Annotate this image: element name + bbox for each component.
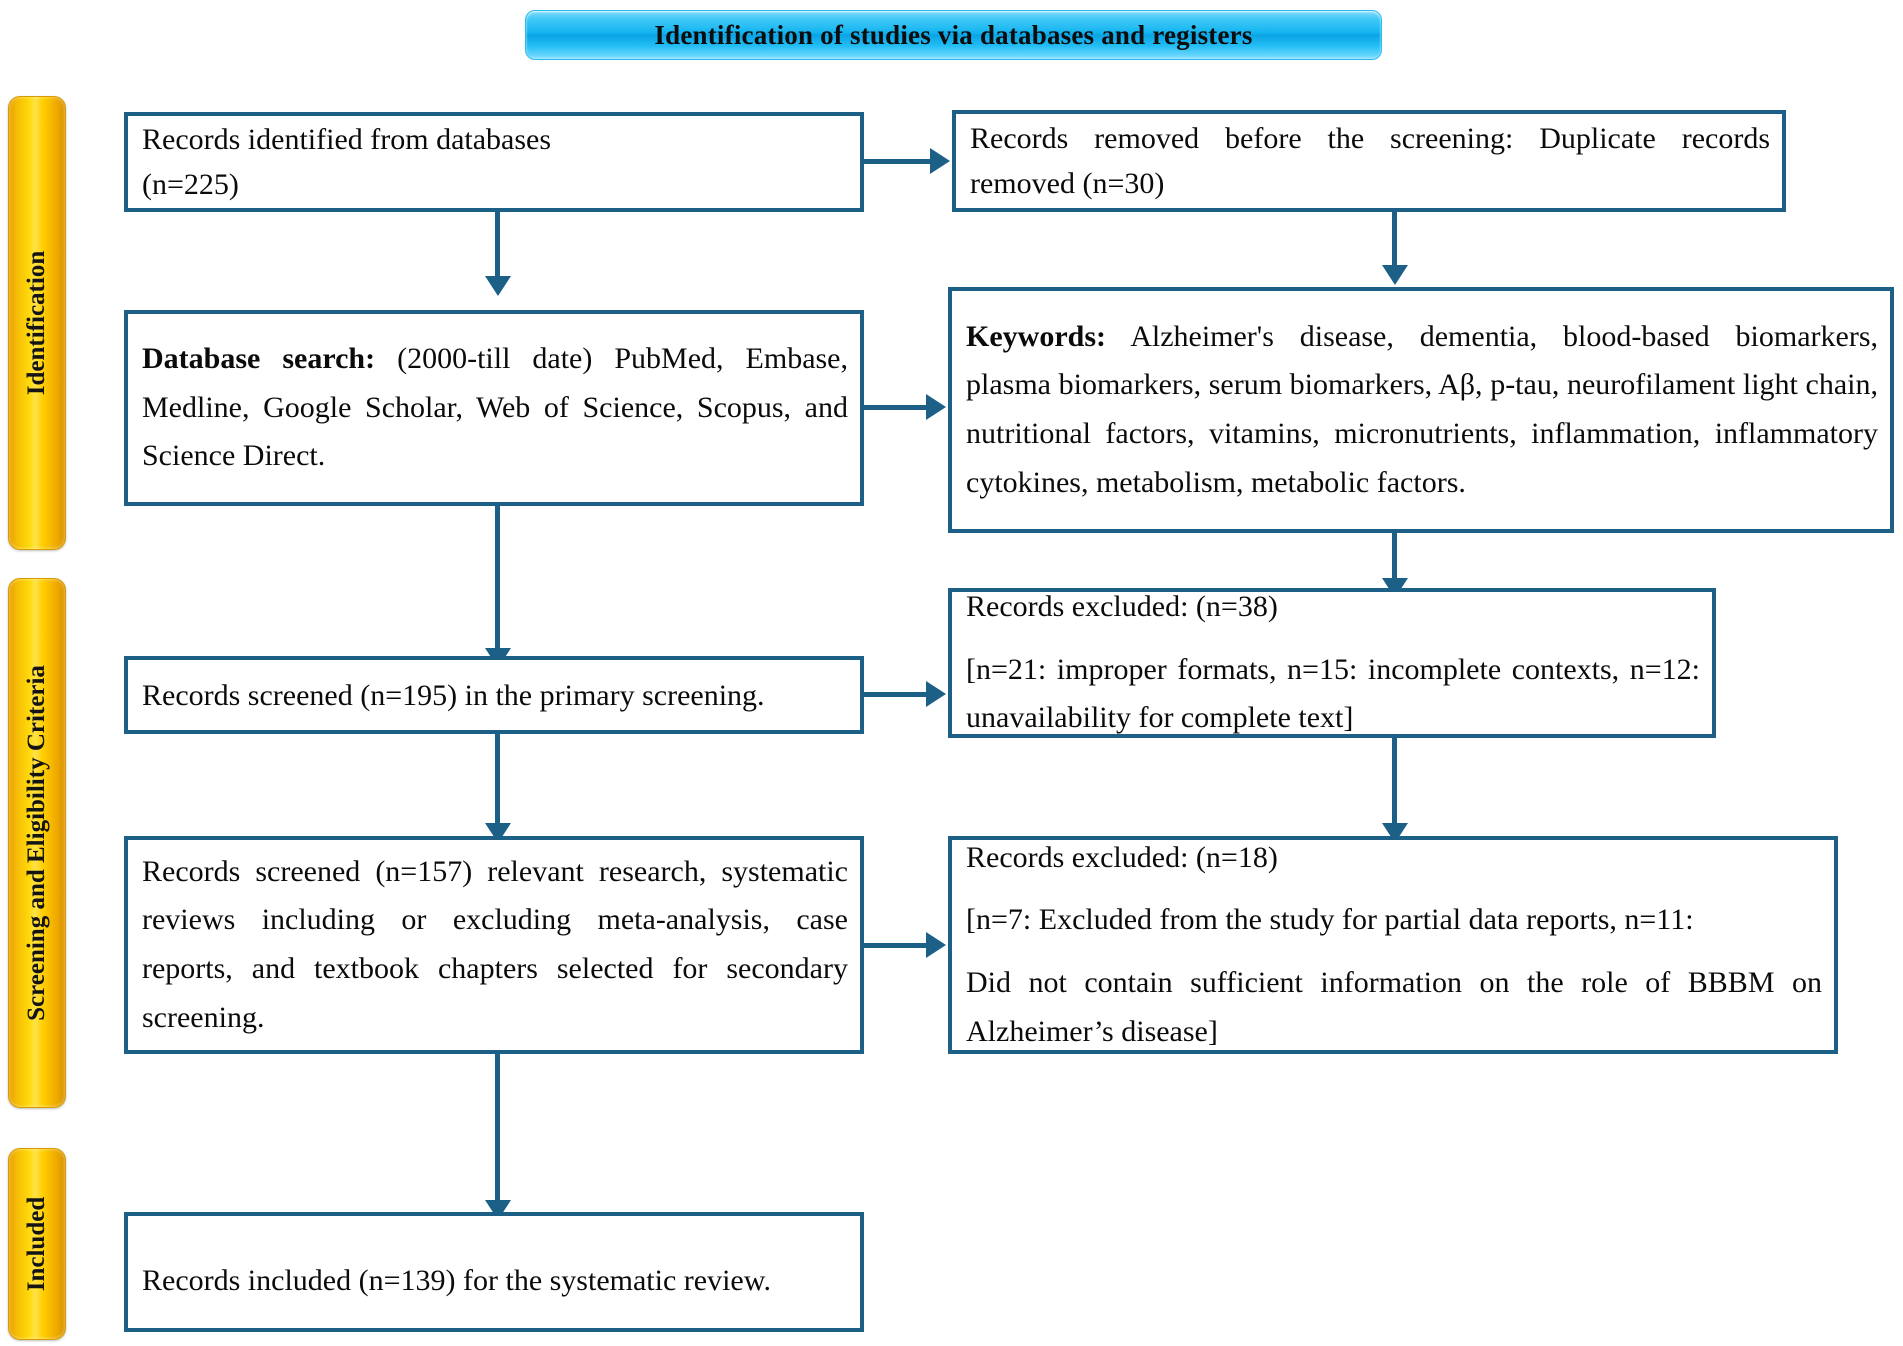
arrow-removed-to-keywords: [1382, 265, 1408, 285]
connector-screened-primary-to-secondary: [495, 734, 500, 830]
diagram-header-banner: Identification of studies via databases …: [525, 10, 1382, 60]
connector-screened-secondary-to-excluded18: [864, 943, 932, 948]
box-records-removed: Records removed before the screening: Du…: [952, 110, 1786, 212]
box-records-screened-secondary-text: Records screened (n=157) relevant resear…: [142, 854, 848, 1034]
arrow-screened-secondary-to-excluded18: [926, 932, 946, 958]
keywords-body: Alzheimer's disease, dementia, blood-bas…: [966, 319, 1878, 499]
box-records-identified: Records identified from databases (n=225…: [124, 112, 864, 212]
arrow-identified-to-removed: [930, 148, 950, 174]
connector-keywords-to-excluded38: [1392, 533, 1397, 585]
arrow-identified-to-search: [485, 276, 511, 296]
phase-label-included: Included: [23, 1196, 51, 1292]
phase-bar-included: Included: [8, 1148, 66, 1340]
box-records-removed-text: Records removed before the screening: Du…: [970, 122, 1770, 200]
connector-removed-to-keywords: [1392, 212, 1397, 272]
box-records-screened-secondary: Records screened (n=157) relevant resear…: [124, 836, 864, 1054]
box-records-excluded-18-text: Records excluded: (n=18) [n=7: Excluded …: [952, 834, 1834, 1056]
box-keywords: Keywords: Alzheimer's disease, dementia,…: [948, 287, 1894, 533]
box-records-excluded-38-text: Records excluded: (n=38) [n=21: improper…: [952, 583, 1712, 743]
keywords-lead: Keywords:: [966, 319, 1106, 353]
box-records-screened-primary: Records screened (n=195) in the primary …: [124, 656, 864, 734]
excluded18-line1: Records excluded: (n=18): [966, 840, 1278, 874]
connector-screened-primary-to-excluded38: [864, 692, 932, 697]
box-database-search: Database search: (2000-till date) PubMed…: [124, 310, 864, 506]
connector-identified-to-search: [495, 212, 500, 282]
box-database-search-text: Database search: (2000-till date) PubMed…: [128, 335, 860, 481]
arrow-screened-primary-to-excluded38: [926, 681, 946, 707]
phase-label-identification: Identification: [23, 250, 51, 396]
excluded38-line1: Records excluded: (n=38): [966, 590, 1278, 624]
arrow-search-to-keywords: [926, 394, 946, 420]
connector-search-to-keywords: [864, 405, 932, 410]
connector-excluded38-to-excluded18: [1392, 738, 1397, 830]
box-keywords-text: Keywords: Alzheimer's disease, dementia,…: [952, 313, 1890, 507]
excluded18-line2: [n=7: Excluded from the study for partia…: [966, 903, 1694, 937]
database-search-body: (2000-till date) PubMed, Embase, Medline…: [142, 342, 848, 473]
diagram-title: Identification of studies via databases …: [654, 19, 1253, 50]
box-records-screened-primary-text: Records screened (n=195) in the primary …: [142, 678, 765, 712]
connector-search-to-screened-primary: [495, 506, 500, 654]
box-records-included-text: Records included (n=139) for the systema…: [142, 1263, 771, 1297]
box-records-identified-text: Records identified from databases (n=225…: [128, 117, 860, 207]
box-records-included: Records included (n=139) for the systema…: [124, 1212, 864, 1332]
connector-identified-to-removed: [864, 159, 932, 164]
box-records-excluded-38: Records excluded: (n=38) [n=21: improper…: [948, 588, 1716, 738]
connector-secondary-to-included: [495, 1054, 500, 1206]
records-identified-line1: Records identified from databases: [142, 123, 552, 156]
excluded38-line2: [n=21: improper formats, n=15: incomplet…: [966, 652, 1700, 735]
phase-bar-identification: Identification: [8, 96, 66, 550]
phase-bar-screening: Screening and Eligibility Criteria: [8, 578, 66, 1108]
excluded18-line3: Did not contain sufficient information o…: [966, 966, 1822, 1048]
records-identified-line2: (n=225): [142, 168, 239, 201]
box-records-excluded-18: Records excluded: (n=18) [n=7: Excluded …: [948, 836, 1838, 1054]
database-search-lead: Database search:: [142, 342, 376, 376]
phase-label-screening: Screening and Eligibility Criteria: [23, 665, 51, 1021]
